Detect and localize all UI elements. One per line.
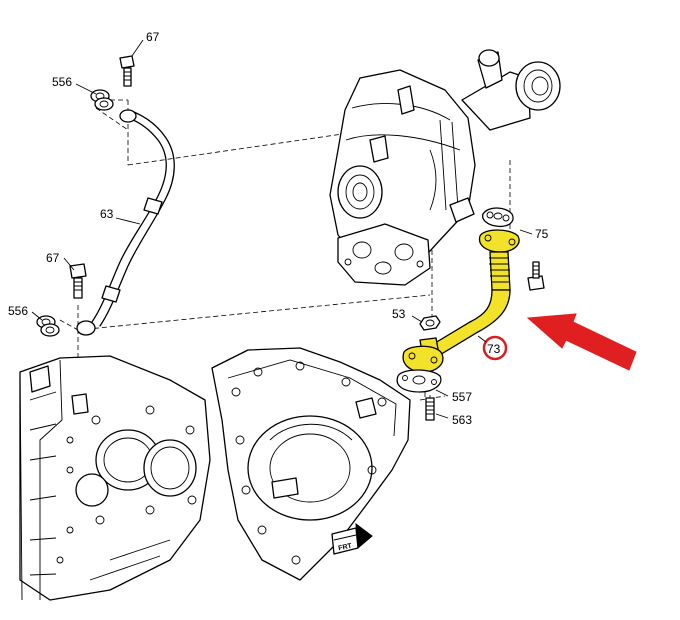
- oil-return-pipe-73: [402, 229, 520, 373]
- washer-556-top: [90, 89, 114, 111]
- pipe-lower-flange: [402, 345, 444, 373]
- red-arrow-icon: [526, 313, 637, 371]
- callout-73: 73: [487, 342, 501, 356]
- bolt-67-top: [119, 55, 135, 87]
- bolt-67-mid: [69, 263, 87, 299]
- gasket-557: [396, 369, 442, 393]
- pipe-upper-flange: [478, 229, 520, 253]
- gasket-75: [482, 207, 514, 228]
- callouts: 67 556 63 67 556 53 75 73 557 563: [8, 30, 549, 427]
- turbocharger: [329, 49, 561, 286]
- front-direction-icon: FRT: [331, 522, 373, 555]
- oil-feed-pipe-63: [76, 109, 175, 336]
- front-direction-label: FRT: [338, 543, 353, 553]
- bolt-right: [527, 261, 545, 291]
- callout-556-bottom: 556: [8, 304, 28, 318]
- callout-63: 63: [100, 207, 114, 221]
- callout-53: 53: [392, 307, 406, 321]
- callout-67-top: 67: [146, 30, 160, 44]
- callout-563: 563: [452, 413, 472, 427]
- washer-556-bottom: [36, 315, 60, 337]
- callout-557: 557: [452, 390, 472, 404]
- callout-leaders: [31, 39, 533, 419]
- engine-block: [19, 355, 211, 601]
- callout-73-ring: [482, 335, 508, 361]
- stud-563: [425, 397, 435, 421]
- nut-53: [419, 315, 441, 331]
- callout-67-mid: 67: [46, 251, 60, 265]
- callout-75: 75: [535, 227, 549, 241]
- timing-cover: [211, 347, 411, 581]
- callout-556-top: 556: [52, 75, 72, 89]
